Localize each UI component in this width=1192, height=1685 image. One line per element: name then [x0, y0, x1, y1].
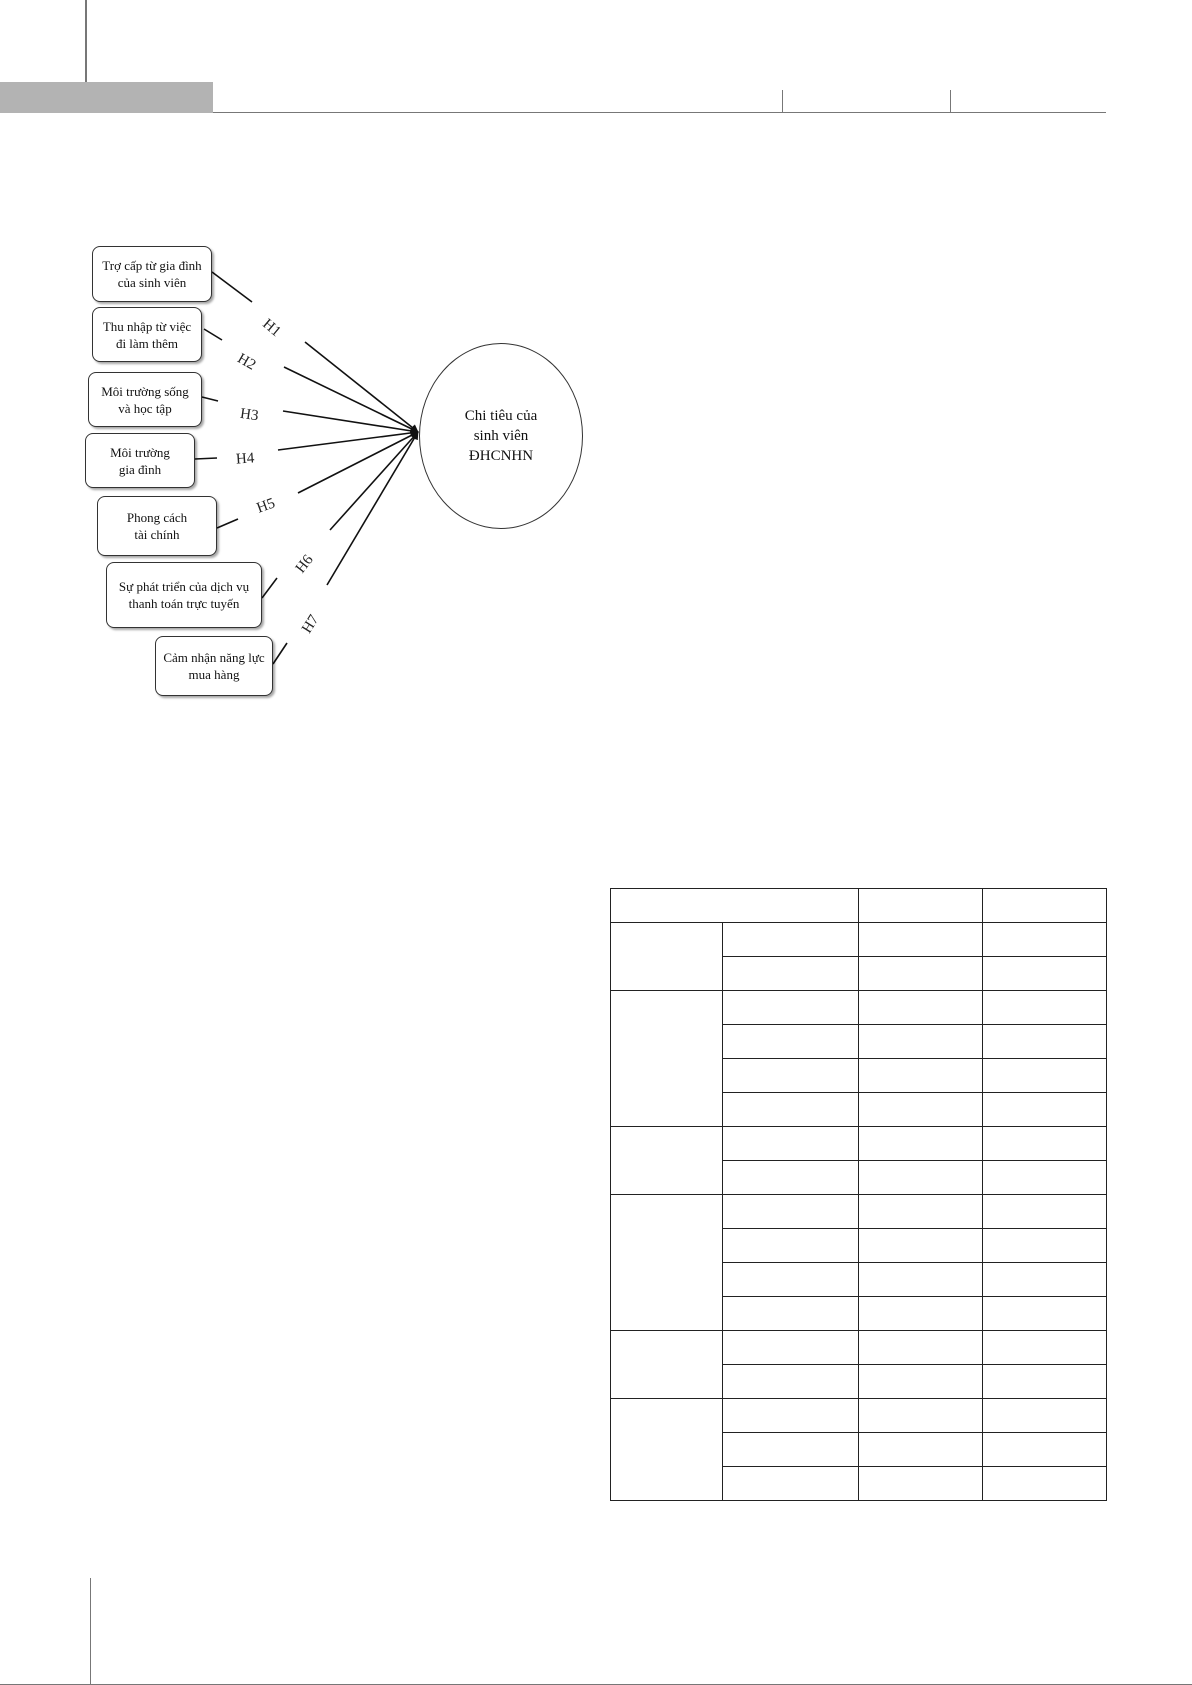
header-tick-2	[950, 90, 951, 112]
factor-box-family-allowance: Trợ cấp từ gia đình của sinh viên	[92, 246, 212, 302]
connector-h3-a	[201, 396, 219, 402]
connector-h2-a	[203, 328, 223, 341]
table-row	[610, 922, 1107, 991]
connector-h5-a	[216, 518, 239, 529]
table-row	[611, 1364, 1107, 1399]
table-row	[610, 1330, 1107, 1399]
table-row	[611, 1466, 1107, 1501]
footer-vertical-rule	[90, 1578, 91, 1685]
connector-h7-a	[272, 642, 288, 665]
table-row	[610, 1398, 1107, 1501]
connector-h1-a	[211, 271, 253, 303]
connector-h7-b	[326, 431, 419, 586]
connector-h6-a	[261, 577, 278, 599]
connector-h4-b	[277, 428, 419, 451]
connector-h1-b	[304, 341, 419, 433]
factor-box-online-payment-development: Sự phát triển của dịch vụ thanh toán trự…	[106, 562, 262, 628]
table-row	[611, 1296, 1107, 1331]
connector-h6-b	[329, 431, 419, 531]
table-row	[611, 1432, 1107, 1467]
header-vertical-rule	[85, 0, 87, 82]
connector-h3-b	[282, 410, 419, 435]
header-tick-1	[782, 90, 783, 112]
table-row	[610, 1194, 1107, 1331]
factor-box-living-study-environment: Môi trường sống và học tập	[88, 372, 202, 427]
diagram-connectors	[194, 271, 419, 665]
table-row	[611, 956, 1107, 991]
table-row	[610, 1126, 1107, 1195]
header-gray-block	[0, 82, 213, 113]
connector-h5-b	[297, 431, 419, 494]
outcome-ellipse-student-spending: Chi tiêu của sinh viên ĐHCNHN	[419, 343, 583, 529]
connector-h2-b	[283, 366, 419, 433]
table-row	[610, 888, 1107, 923]
factor-box-perceived-purchasing-power: Cảm nhận năng lực mua hàng	[155, 636, 273, 696]
table-row	[610, 990, 1107, 1127]
hypothesis-label-h4: H4	[235, 450, 255, 468]
factor-box-financial-style: Phong cách tài chính	[97, 496, 217, 556]
header-horizontal-rule	[213, 112, 1106, 113]
factor-box-family-environment: Môi trường gia đình	[85, 433, 195, 488]
factor-box-part-time-income: Thu nhập từ việc đi làm thêm	[92, 307, 202, 362]
data-table	[610, 888, 1107, 1501]
hypothesis-label-h3: H3	[239, 405, 260, 425]
connector-h4-a	[194, 457, 218, 460]
table-row	[611, 1092, 1107, 1127]
